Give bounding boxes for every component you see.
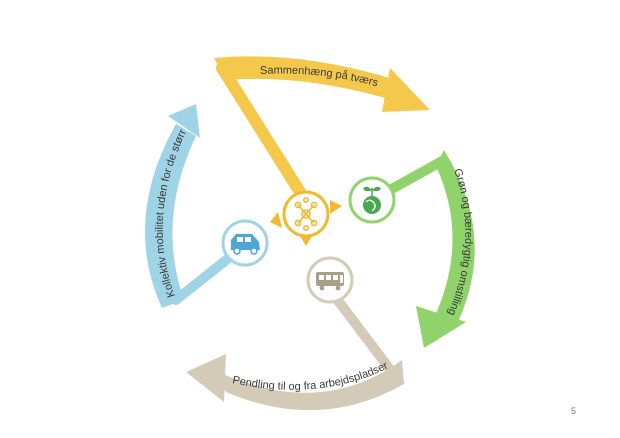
blue-node xyxy=(221,219,269,267)
arc-left-band xyxy=(144,124,196,308)
hub-node xyxy=(270,190,342,246)
arc-left-arrowhead xyxy=(168,104,200,138)
yellow-connector xyxy=(216,62,306,198)
beige-connector xyxy=(325,285,397,377)
hub-arrow-bottom xyxy=(300,236,312,246)
hub-arrow-right xyxy=(330,200,342,214)
arc-bottom-band xyxy=(214,360,404,411)
arc-bottom: Pendling til og fra arbejdspladser xyxy=(186,354,404,411)
arc-right-band xyxy=(434,150,475,330)
arc-right-arrowhead xyxy=(416,306,466,348)
arc-right: Grøn og bæredygtig omstilling xyxy=(416,150,475,348)
page-number: 5 xyxy=(570,406,576,416)
arc-bottom-arrowhead xyxy=(186,354,226,402)
green-node xyxy=(348,176,396,224)
beige-node xyxy=(306,256,354,304)
arc-left-label: Kollektiv mobilitet uden for de større b… xyxy=(0,0,189,299)
arc-left: Kollektiv mobilitet uden for de større b… xyxy=(0,0,200,308)
arc-top-band xyxy=(214,56,396,100)
arc-top-arrowhead xyxy=(382,68,430,112)
network-icon xyxy=(294,197,318,232)
car-icon xyxy=(231,234,260,255)
hub-arrow-left xyxy=(270,212,282,228)
globe-plant-icon xyxy=(363,186,381,214)
bus-icon xyxy=(316,272,344,291)
